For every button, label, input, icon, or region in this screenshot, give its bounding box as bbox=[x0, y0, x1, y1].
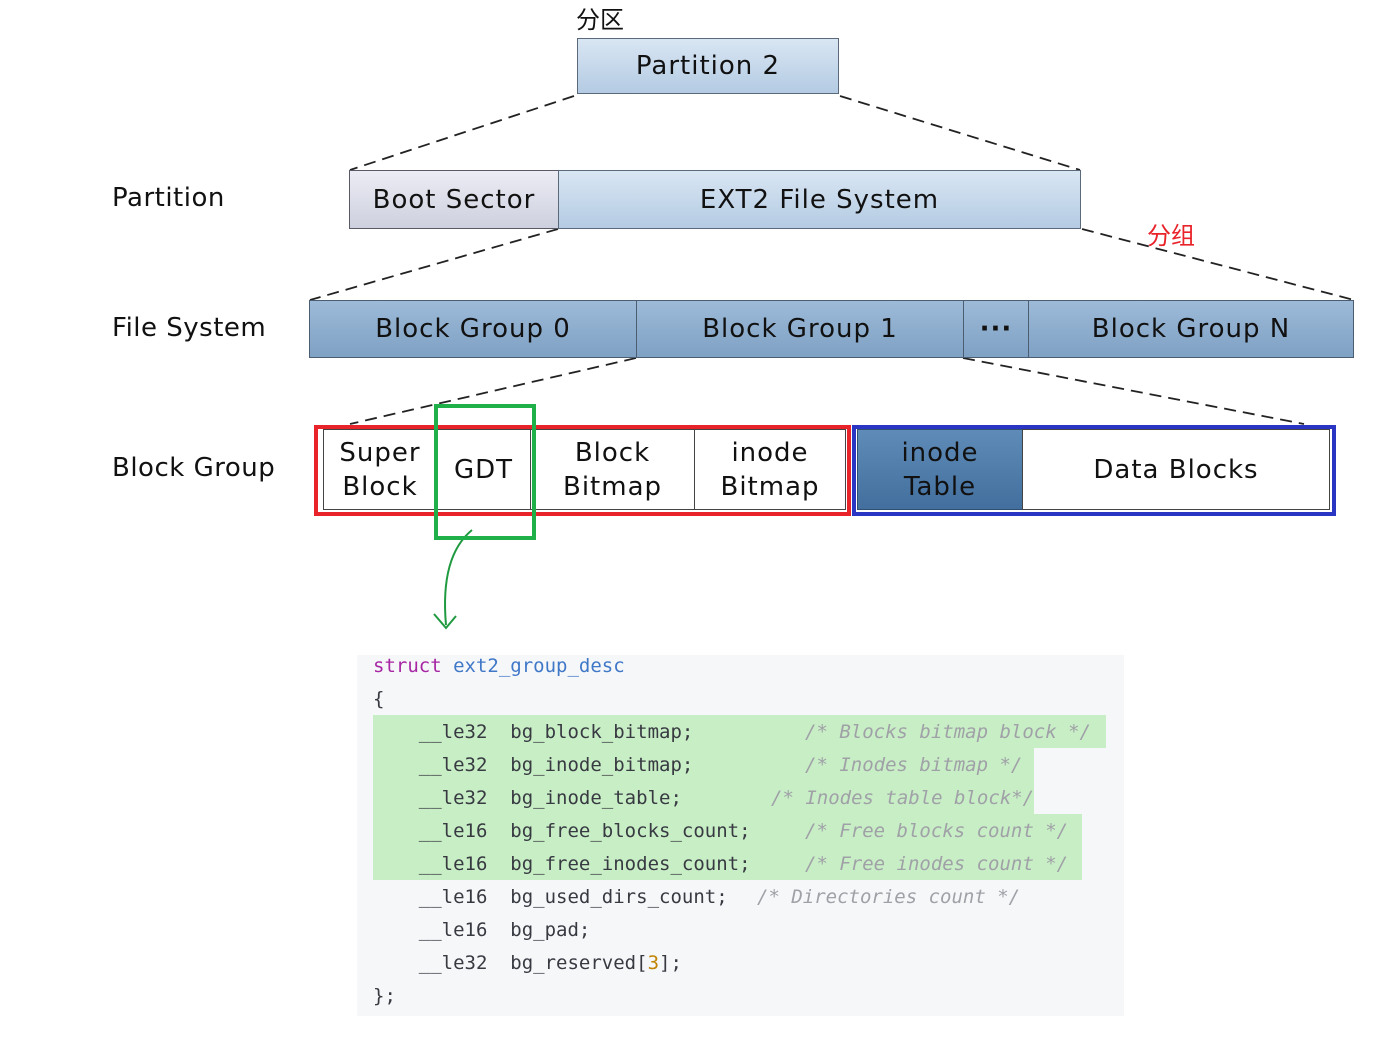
boot-sector-box: Boot Sector bbox=[349, 170, 559, 229]
field-type: __le32 bbox=[418, 787, 488, 809]
connector-line bbox=[349, 357, 637, 425]
partition-2-box: Partition 2 bbox=[577, 38, 839, 94]
code-line-field: __le16 bg_free_blocks_count; bbox=[373, 815, 751, 848]
connector-line bbox=[962, 357, 1305, 425]
row-label-block-group: Block Group bbox=[112, 453, 276, 483]
code-line-close: }; bbox=[373, 985, 396, 1007]
connector-line bbox=[1081, 228, 1355, 301]
code-block: struct ext2_group_desc { __le32 bg_block… bbox=[357, 655, 1124, 1016]
field-type: __le32 bbox=[418, 754, 488, 776]
inode-table-line-2: Table bbox=[903, 471, 977, 502]
code-struct-name: ext2_group_desc bbox=[453, 655, 625, 677]
block-group-0-box: Block Group 0 bbox=[309, 300, 637, 358]
field-type: __le32 bbox=[418, 721, 488, 743]
inode-bitmap-line-1: inode bbox=[731, 437, 809, 468]
code-line-field: __le16 bg_pad; bbox=[373, 914, 591, 947]
block-bitmap-line-1: Block bbox=[574, 437, 651, 468]
connector-line bbox=[349, 95, 575, 171]
block-group-1-box: Block Group 1 bbox=[636, 300, 964, 358]
group-caption-cn: 分组 bbox=[1147, 222, 1195, 250]
connector-line bbox=[839, 95, 1081, 171]
code-line-field: __le16 bg_used_dirs_count; bbox=[373, 881, 728, 914]
code-line-field: __le32 bg_inode_bitmap; bbox=[373, 749, 694, 782]
partition-caption-cn: 分区 bbox=[576, 6, 624, 34]
field-comment: /* Inodes bitmap */ bbox=[805, 754, 1023, 776]
field-decl: bg_free_blocks_count; bbox=[510, 820, 751, 842]
row-label-partition: Partition bbox=[112, 183, 225, 213]
code-line-field: __le32 bg_inode_table; bbox=[373, 782, 682, 815]
inode-table-line-1: inode bbox=[901, 437, 979, 468]
code-line-field: __le32 bg_reserved[3]; bbox=[373, 947, 682, 980]
code-line-field: __le32 bg_block_bitmap; bbox=[373, 716, 694, 749]
array-size: 3 bbox=[647, 952, 660, 974]
field-decl-end: ]; bbox=[659, 952, 682, 974]
field-type: __le16 bbox=[418, 853, 488, 875]
red-highlight-frame bbox=[314, 425, 851, 516]
block-bitmap-box: Block Bitmap bbox=[530, 429, 695, 510]
field-decl: bg_reserved[ bbox=[510, 952, 648, 974]
field-type: __le32 bbox=[418, 952, 488, 974]
field-type: __le16 bbox=[418, 919, 488, 941]
code-keyword: struct bbox=[373, 655, 442, 677]
field-decl: bg_used_dirs_count; bbox=[510, 886, 728, 908]
arrow-head bbox=[433, 613, 457, 630]
field-decl: bg_free_inodes_count; bbox=[510, 853, 751, 875]
data-blocks-box: Data Blocks bbox=[1022, 429, 1330, 510]
blue-highlight-frame bbox=[852, 425, 1336, 516]
super-block-line-2: Block bbox=[342, 471, 418, 502]
super-block-box: Super Block bbox=[323, 429, 437, 510]
field-decl: bg_inode_table; bbox=[510, 787, 682, 809]
code-highlight-row bbox=[373, 814, 1082, 847]
block-group-n-box: Block Group N bbox=[1028, 300, 1354, 358]
field-decl: bg_block_bitmap; bbox=[510, 721, 694, 743]
field-comment: /* Inodes table block*/ bbox=[771, 787, 1035, 809]
field-comment: /* Blocks bitmap block */ bbox=[805, 721, 1091, 743]
code-line-struct: struct ext2_group_desc bbox=[373, 650, 625, 683]
code-line-field: __le16 bg_free_inodes_count; bbox=[373, 848, 751, 881]
field-comment: /* Free blocks count */ bbox=[805, 820, 1069, 842]
connector-line bbox=[309, 228, 559, 301]
field-comment: /* Free inodes count */ bbox=[805, 853, 1069, 875]
inode-table-box: inode Table bbox=[857, 429, 1023, 510]
field-type: __le16 bbox=[418, 886, 488, 908]
green-highlight-frame bbox=[434, 404, 536, 540]
field-decl: bg_inode_bitmap; bbox=[510, 754, 694, 776]
code-highlight-row bbox=[373, 781, 1034, 814]
block-bitmap-line-2: Bitmap bbox=[562, 471, 663, 502]
field-type: __le16 bbox=[418, 820, 488, 842]
code-highlight-row bbox=[373, 748, 1034, 781]
arrow-curve bbox=[444, 529, 473, 626]
code-highlight-row bbox=[373, 847, 1082, 880]
inode-bitmap-box: inode Bitmap bbox=[694, 429, 846, 510]
ext2-file-system-box: EXT2 File System bbox=[558, 170, 1081, 229]
row-label-file-system: File System bbox=[112, 313, 267, 343]
code-line-open: { bbox=[373, 688, 385, 710]
ellipsis-box: ··· bbox=[963, 300, 1029, 358]
code-highlight-row bbox=[373, 715, 1106, 748]
field-decl: bg_pad; bbox=[510, 919, 591, 941]
inode-bitmap-line-2: Bitmap bbox=[720, 471, 820, 502]
field-comment: /* Directories count */ bbox=[757, 886, 1021, 908]
gdt-box: GDT bbox=[436, 429, 531, 510]
super-block-line-1: Super bbox=[339, 437, 421, 468]
